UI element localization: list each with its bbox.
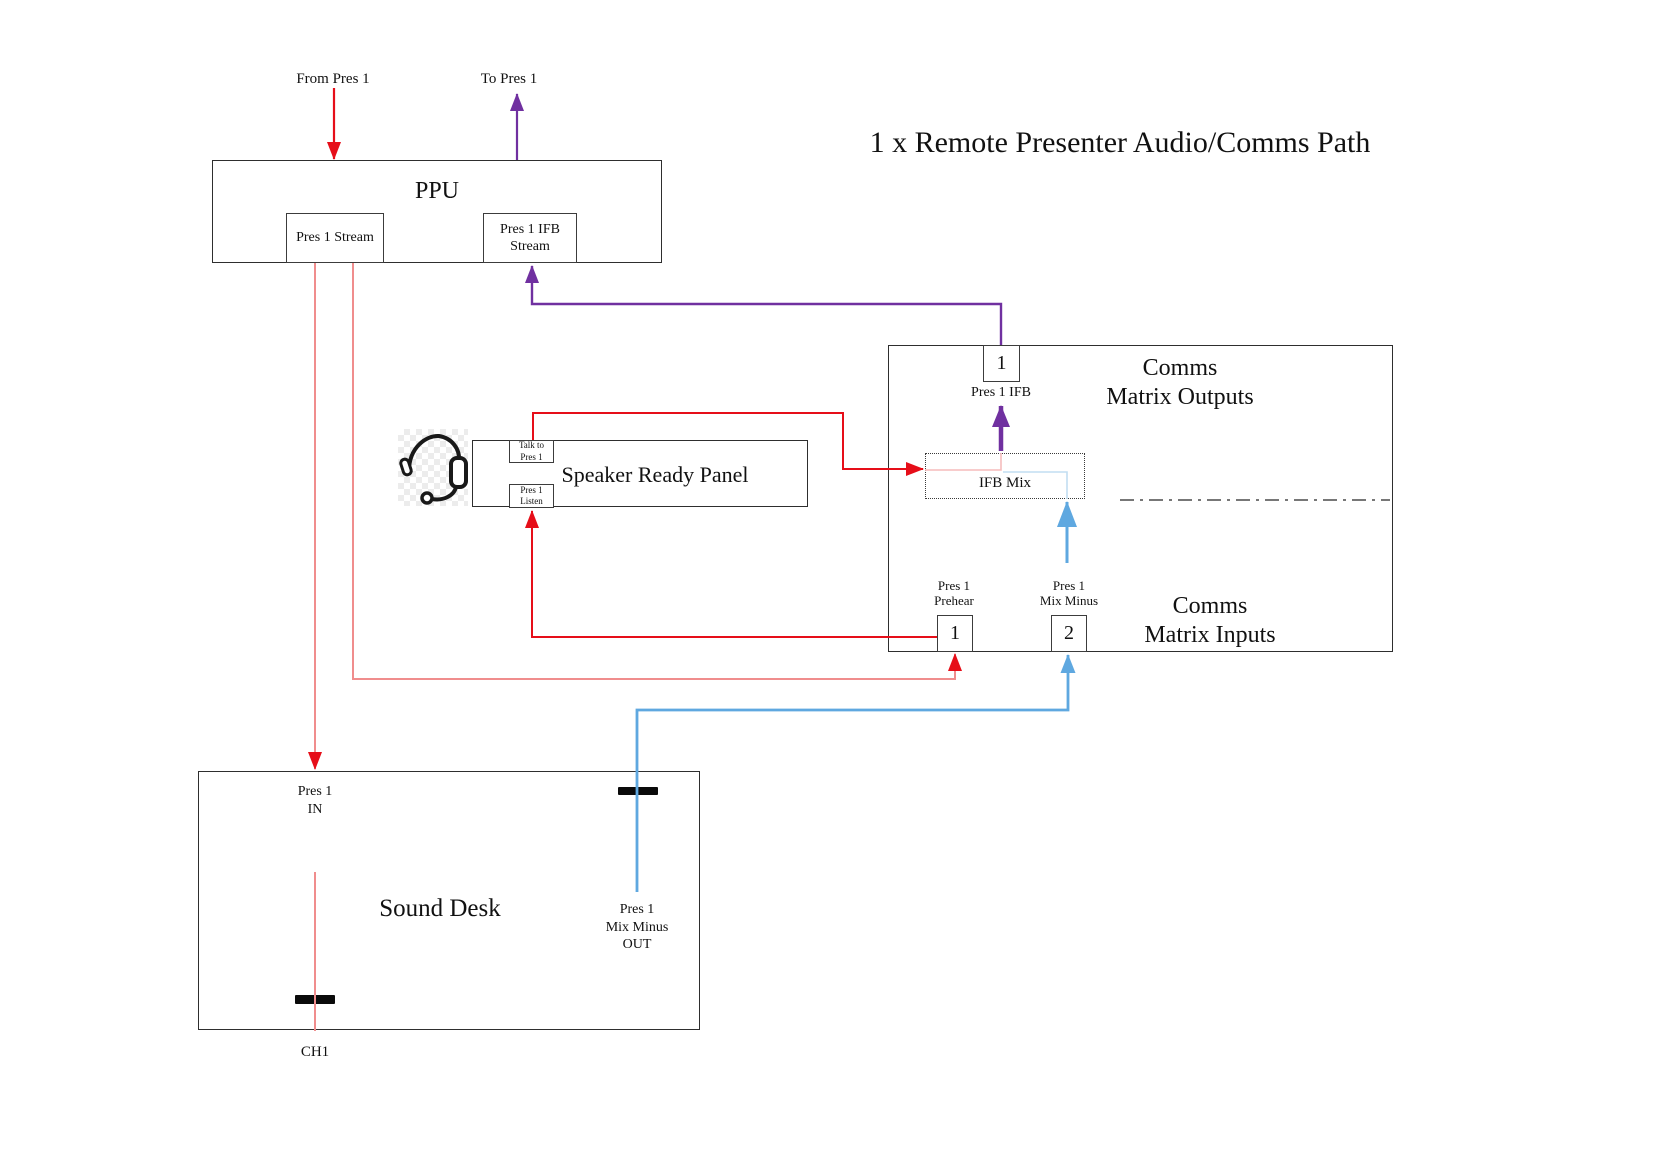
sound-desk-label: Sound Desk <box>379 895 501 922</box>
ch1-label: CH1 <box>300 1044 330 1060</box>
ch1-fader-bar <box>295 995 335 1004</box>
pres1-mix-minus-out-label: Pres 1 Mix Minus OUT <box>605 902 669 952</box>
wire-mix-minus-to-input2 <box>635 654 1076 892</box>
pres1-listen-label: Pres 1 Listen <box>520 484 543 506</box>
from-pres1-label: From Pres 1 <box>296 71 370 87</box>
pres1-listen-box: Pres 1 Listen <box>509 484 554 508</box>
ppu-label: PPU <box>414 178 460 204</box>
ifb-mix-label: IFB Mix <box>978 475 1032 491</box>
matrix-input-port-1-number: 1 <box>950 622 960 644</box>
headset-icon <box>398 429 468 506</box>
matrix-input-port-2: 2 <box>1051 615 1087 652</box>
page-title: 1 x Remote Presenter Audio/Comms Path <box>869 126 1371 159</box>
talk-to-pres1-box: Talk to Pres 1 <box>509 440 554 463</box>
ppu-box <box>212 160 662 263</box>
comms-matrix-outputs-label: Comms Matrix Outputs <box>1106 355 1254 410</box>
matrix-input-port-2-number: 2 <box>1064 622 1074 644</box>
pres1-prehear-label: Pres 1 Prehear <box>934 578 974 609</box>
wire-prehear-to-listen <box>525 510 937 638</box>
talk-to-pres1-label: Talk to Pres 1 <box>518 440 545 462</box>
to-pres1-label: To Pres 1 <box>480 71 538 87</box>
pres1-mix-minus-label: Pres 1 Mix Minus <box>1039 578 1099 609</box>
wire-ifb-return-purple <box>525 265 1003 345</box>
pres1-ifb-stream-box: Pres 1 IFB Stream <box>483 213 577 263</box>
pres1-stream-box: Pres 1 Stream <box>286 213 384 263</box>
pres1-stream-label: Pres 1 Stream <box>296 230 374 246</box>
mix-minus-fader-bar <box>618 787 658 795</box>
matrix-input-port-1: 1 <box>937 615 973 652</box>
comms-matrix-inputs-label: Comms Matrix Inputs <box>1144 593 1276 648</box>
ifb-mix-box: IFB Mix <box>925 453 1085 499</box>
pres1-ifb-label: Pres 1 IFB <box>971 385 1031 400</box>
pres1-ifb-stream-label: Pres 1 IFB Stream <box>500 221 560 255</box>
pres1-in-label: Pres 1 IN <box>297 784 333 817</box>
matrix-output-port-1-number: 1 <box>996 352 1007 374</box>
matrix-output-port-1: 1 <box>983 345 1020 382</box>
sound-desk-box <box>198 771 700 1030</box>
